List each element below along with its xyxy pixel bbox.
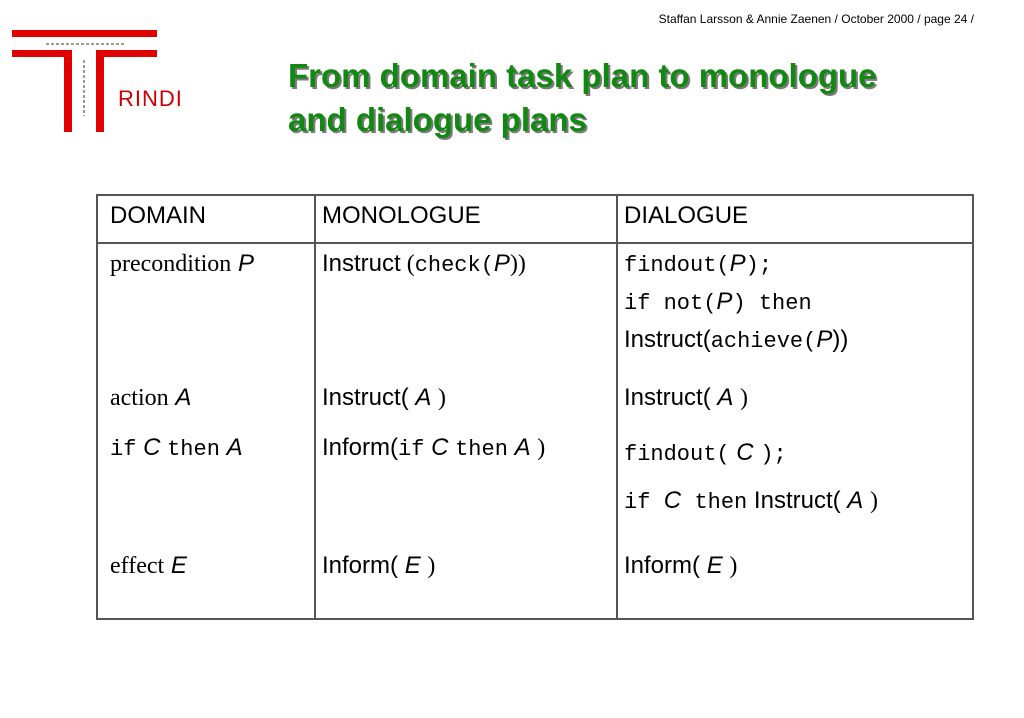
dialogue-line: findout(P); — [624, 246, 848, 284]
plan-paren: ) — [869, 488, 878, 514]
keyword-if: if — [624, 490, 651, 515]
dialogue-line: Instruct(achieve(P)) — [624, 322, 848, 360]
plan-variable: E — [706, 552, 723, 579]
plan-variable: A — [415, 384, 432, 411]
slide-footer-credit: Staffan Larsson & Annie Zaenen / October… — [658, 12, 974, 26]
monologue-cell-action: Instruct( A ) — [322, 380, 446, 416]
plan-variable: C — [736, 439, 754, 466]
plan-variable: A — [847, 487, 864, 514]
dialogue-line: findout( C ); — [624, 430, 878, 478]
dialogue-cell-conditional: findout( C ); if C then Instruct( A ) — [624, 430, 878, 526]
dialogue-cell-action: Instruct( A ) — [624, 380, 748, 416]
domain-cell-precondition: precondition P — [110, 246, 254, 282]
domain-word: precondition — [110, 251, 232, 277]
keyword-if: if — [398, 437, 425, 462]
plan-verb: Inform( — [624, 552, 701, 579]
plan-paren: ) — [537, 435, 546, 461]
plan-verb: Inform( — [322, 434, 399, 461]
plan-paren: ) — [740, 385, 749, 411]
domain-cell-conditional: if C then A — [110, 430, 243, 468]
plan-variable: E — [404, 552, 421, 579]
plan-paren: ) — [438, 385, 447, 411]
plan-variable: C — [431, 434, 449, 461]
plan-function: findout( — [624, 253, 730, 278]
domain-cell-effect: effect E — [110, 548, 187, 584]
plan-function: if not( — [624, 291, 717, 316]
plan-variable: P — [729, 250, 746, 277]
domain-variable: A — [226, 434, 243, 461]
plan-variable: C — [663, 487, 682, 514]
plan-variable: P — [816, 326, 833, 353]
plan-function: check( — [414, 253, 494, 278]
slide-title-line-1: From domain task plan to monologue — [288, 57, 877, 94]
plan-variable: A — [514, 434, 531, 461]
header-divider — [98, 242, 972, 244]
domain-cell-action: action A — [110, 380, 191, 416]
monologue-cell-conditional: Inform(if C then A ) — [322, 430, 545, 468]
slide-title: From domain task plan to monologue and d… — [288, 54, 988, 142]
domain-variable: E — [170, 552, 187, 579]
plan-function: ); — [760, 442, 787, 467]
logo-wordmark: RINDI — [118, 86, 183, 111]
plan-function: achieve( — [710, 329, 817, 354]
trindi-logo: RINDI — [0, 0, 220, 140]
plan-function: ); — [745, 253, 773, 278]
column-divider — [314, 196, 316, 618]
plan-variable: P — [716, 288, 733, 315]
plan-verb: Instruct — [322, 250, 401, 277]
plan-paren: )) — [832, 326, 849, 353]
column-header-domain: DOMAIN — [110, 202, 206, 229]
plan-verb: Instruct( — [624, 384, 711, 411]
slide-title-line-2: and dialogue plans — [288, 101, 587, 138]
plan-verb: Instruct( — [753, 487, 841, 514]
plan-paren: ) — [427, 553, 436, 579]
keyword-then: then — [455, 437, 508, 462]
plan-paren: ) — [729, 553, 738, 579]
keyword-if: if — [110, 437, 137, 462]
dialogue-cell-precondition: findout(P); if not(P) then Instruct(achi… — [624, 246, 848, 360]
domain-word: action — [110, 385, 169, 411]
plan-function: ) then — [732, 291, 812, 316]
dialogue-line: if C then Instruct( A ) — [624, 478, 878, 526]
domain-variable: C — [143, 434, 161, 461]
plan-verb: Instruct( — [624, 326, 711, 353]
trindi-logo-mark — [12, 30, 157, 132]
monologue-cell-precondition: Instruct (check(P)) — [322, 246, 526, 284]
plan-paren: )) — [509, 251, 526, 277]
monologue-cell-effect: Inform( E ) — [322, 548, 435, 584]
plan-variable: A — [717, 384, 734, 411]
plan-comparison-table: DOMAIN MONOLOGUE DIALOGUE precondition P… — [96, 194, 974, 620]
column-divider — [616, 196, 618, 618]
column-header-dialogue: DIALOGUE — [624, 202, 749, 229]
keyword-then: then — [167, 437, 220, 462]
dialogue-line: if not(P) then — [624, 284, 848, 322]
plan-paren: ( — [400, 251, 415, 277]
dialogue-cell-effect: Inform( E ) — [624, 548, 737, 584]
plan-verb: Inform( — [322, 552, 399, 579]
plan-function: findout( — [624, 442, 730, 467]
plan-variable: P — [493, 250, 510, 277]
keyword-then: then — [694, 490, 748, 515]
domain-word: effect — [110, 553, 165, 579]
domain-variable: P — [237, 250, 254, 277]
plan-verb: Instruct( — [322, 384, 409, 411]
column-header-monologue: MONOLOGUE — [322, 202, 481, 229]
domain-variable: A — [175, 384, 192, 411]
